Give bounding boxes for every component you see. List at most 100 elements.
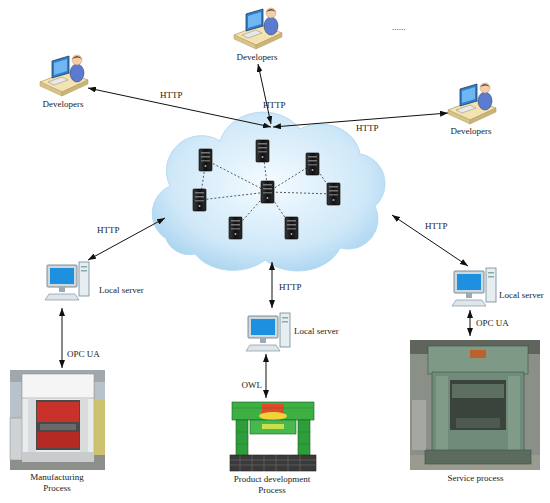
developer-node: Developers xyxy=(219,3,295,63)
fea-model xyxy=(250,420,296,434)
computer-icon xyxy=(246,313,290,351)
protocol-label: HTTP xyxy=(97,225,120,236)
local-server: Local server xyxy=(246,310,348,354)
fea-model xyxy=(276,455,277,471)
http-link xyxy=(272,262,273,308)
fea-model xyxy=(298,420,310,456)
press-photo xyxy=(28,398,36,458)
press-photo xyxy=(10,370,105,470)
developer-icon xyxy=(234,8,282,49)
fea-model xyxy=(230,455,316,471)
protocol-label: HTTP xyxy=(160,90,183,101)
network-link xyxy=(206,160,268,192)
fea-model xyxy=(230,465,316,466)
developer-icon xyxy=(40,55,88,96)
press-photo xyxy=(37,402,79,422)
press-photo xyxy=(37,432,79,448)
developer-icon xyxy=(448,83,496,124)
computer-icon xyxy=(45,262,89,300)
press-photo xyxy=(412,400,426,450)
server-icon xyxy=(256,140,269,162)
fea-model xyxy=(259,412,287,420)
network-link xyxy=(200,152,334,228)
fea-model xyxy=(232,408,314,444)
server-icon xyxy=(261,181,274,203)
fea-model xyxy=(236,444,248,445)
press-photo xyxy=(22,374,94,398)
network-link xyxy=(268,192,334,194)
server-icon xyxy=(229,217,242,239)
protocol-label: HTTP xyxy=(279,282,302,293)
node-label: Developers xyxy=(219,52,295,63)
node-label: Product development Process xyxy=(222,474,322,496)
press-photo xyxy=(36,400,80,450)
process-image: Product development Process xyxy=(222,398,322,498)
fea-model xyxy=(298,432,310,433)
node-label: Developers xyxy=(433,126,509,137)
press-photo xyxy=(456,418,500,428)
http-link xyxy=(88,88,271,127)
fea-model xyxy=(240,455,241,471)
ellipsis-mark: ...... xyxy=(392,22,406,33)
data-link xyxy=(470,310,471,336)
press-photo xyxy=(452,384,504,398)
http-link xyxy=(88,64,468,308)
press-photo xyxy=(450,380,506,430)
fea-model xyxy=(264,455,265,471)
fea-model xyxy=(232,408,314,409)
fea-model xyxy=(230,455,316,471)
protocol-label: OPC UA xyxy=(476,318,516,329)
fea-model xyxy=(288,455,289,471)
local-server: Local server xyxy=(42,258,157,308)
node-label: Service process xyxy=(408,473,543,484)
press-photo xyxy=(40,424,76,430)
cloud xyxy=(152,112,385,271)
press-photo xyxy=(428,346,528,374)
server-icon xyxy=(327,183,340,205)
protocol-label: HTTP xyxy=(356,123,379,134)
node-label: Local server xyxy=(499,290,550,301)
fea-model xyxy=(262,424,284,429)
press-photo xyxy=(22,374,94,462)
process-image: Service process xyxy=(408,336,543,491)
http-link xyxy=(258,64,271,124)
press-photo xyxy=(410,340,540,470)
fea-model xyxy=(300,455,301,471)
node-label: Developers xyxy=(25,99,101,110)
server-icon xyxy=(306,153,319,175)
computer-icon xyxy=(452,268,496,306)
fea-model xyxy=(252,455,253,471)
fea-model xyxy=(236,432,248,433)
press-photo xyxy=(508,376,520,452)
press-photo xyxy=(94,400,105,455)
press-photo xyxy=(436,376,448,452)
press-photo xyxy=(425,450,531,464)
fea-model xyxy=(230,460,316,461)
press-photo xyxy=(22,452,94,462)
server-icon xyxy=(285,217,298,239)
data-link xyxy=(62,308,63,368)
node-label: Manufacturing Process xyxy=(22,472,92,494)
press-photo xyxy=(470,350,486,358)
press-photo xyxy=(10,418,23,460)
press-photo xyxy=(432,372,524,456)
network-link xyxy=(200,192,268,200)
http-link xyxy=(392,215,468,266)
node-label: Local server xyxy=(294,326,348,337)
press-photo xyxy=(10,370,105,470)
cloud xyxy=(152,112,385,271)
protocol-label: OPC UA xyxy=(67,349,107,360)
node-label: Local server xyxy=(99,285,157,296)
protocol-label: HTTP xyxy=(425,221,448,232)
data-link xyxy=(266,354,267,398)
press-photo xyxy=(410,340,540,470)
fea-model xyxy=(236,420,248,456)
server-icon xyxy=(199,149,212,171)
http-link xyxy=(88,218,165,260)
press-photo xyxy=(80,398,88,458)
fea-model xyxy=(230,402,316,471)
developer-node: Developers xyxy=(433,78,509,138)
